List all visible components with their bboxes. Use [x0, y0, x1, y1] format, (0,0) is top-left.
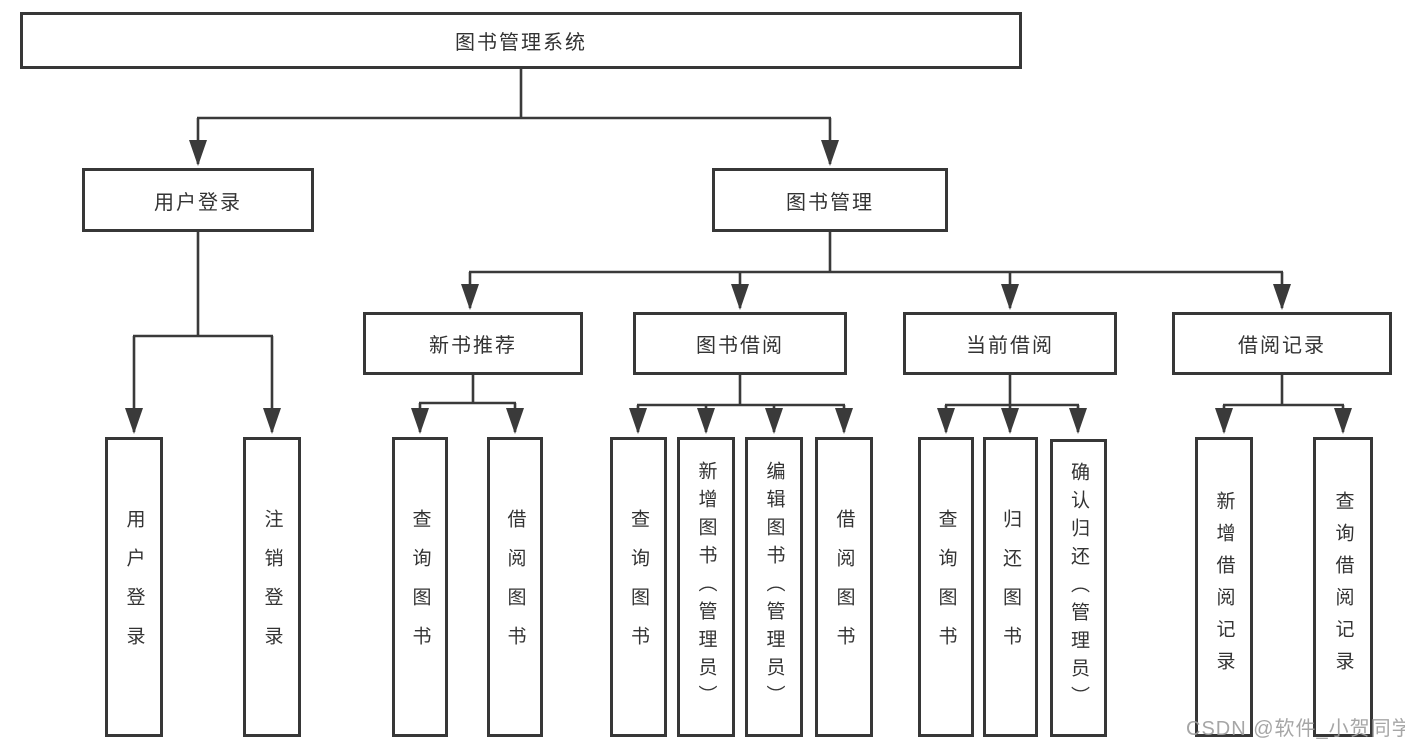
leaf-query-books-recommend: 查询图书	[392, 437, 448, 737]
node-current-borrowing: 当前借阅	[903, 312, 1117, 375]
watermark: CSDN @软件_小贺同学	[1186, 718, 1405, 740]
node-book-borrowing: 图书借阅	[633, 312, 847, 375]
leaf-query-borrow-record: 查询借阅记录	[1313, 437, 1373, 737]
node-user-login: 用户登录	[82, 168, 314, 232]
leaf-confirm-return-admin: 确认归还（管理员）	[1050, 439, 1107, 737]
leaf-borrow-books-borrowing: 借阅图书	[815, 437, 873, 737]
leaf-logout: 注销登录	[243, 437, 301, 737]
node-new-book-recommend: 新书推荐	[363, 312, 583, 375]
node-borrow-records: 借阅记录	[1172, 312, 1392, 375]
leaf-add-books-admin: 新增图书（管理员）	[677, 437, 735, 737]
leaf-query-books-current: 查询图书	[918, 437, 974, 737]
node-root: 图书管理系统	[20, 12, 1022, 69]
leaf-return-books: 归还图书	[983, 437, 1038, 737]
leaf-add-borrow-record: 新增借阅记录	[1195, 437, 1253, 737]
leaf-user-login: 用户登录	[105, 437, 163, 737]
leaf-borrow-books-recommend: 借阅图书	[487, 437, 543, 737]
leaf-query-books-borrowing: 查询图书	[610, 437, 667, 737]
leaf-edit-books-admin: 编辑图书（管理员）	[745, 437, 803, 737]
node-book-management: 图书管理	[712, 168, 948, 232]
